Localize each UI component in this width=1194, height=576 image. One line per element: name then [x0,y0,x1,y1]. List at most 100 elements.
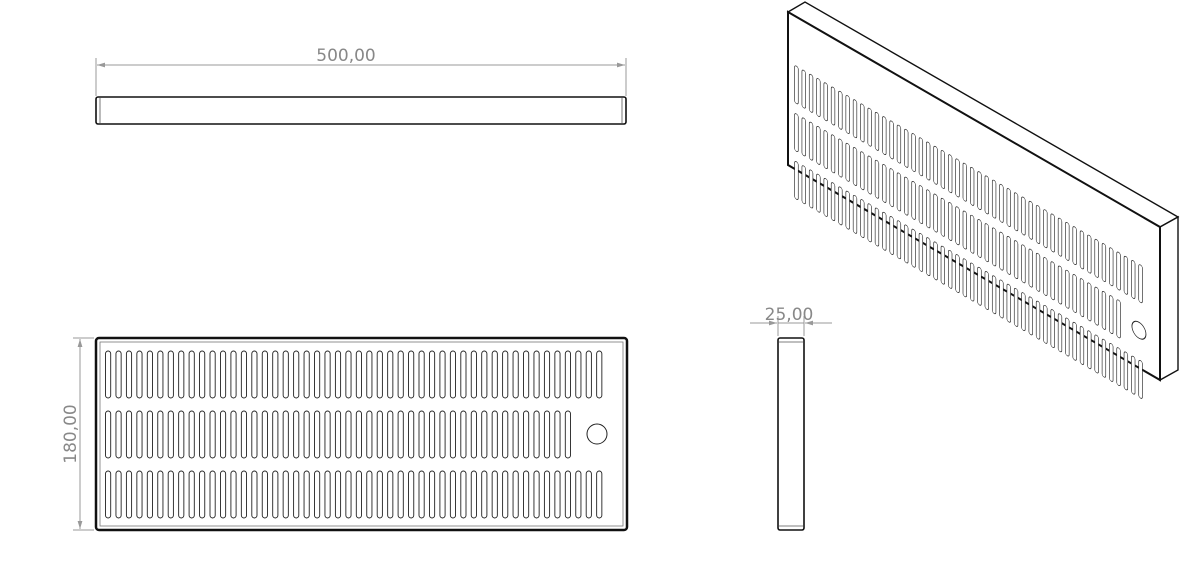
iso-slot [1109,295,1114,334]
iso-slot [1013,240,1019,279]
front-slot [387,470,394,519]
front-slot [355,470,362,519]
front-slot [188,350,195,399]
front-slot [167,350,174,399]
front-slot [146,410,153,459]
front-slot [512,410,519,459]
front-slot [136,350,143,399]
front-slot [564,410,571,459]
front-slot [230,410,237,459]
drain-hole [586,423,608,445]
front-slot [324,470,331,519]
front-slot [125,350,133,399]
iso-slot [1072,321,1077,361]
front-slot [408,470,415,519]
iso-slot [1087,234,1092,274]
front-slot [199,410,206,459]
front-slot [105,350,112,399]
iso-slot [984,271,989,310]
iso-slot [808,121,814,161]
iso-slot [1035,252,1041,292]
iso-slot [1079,230,1085,270]
front-slot [303,410,310,459]
front-slot [199,470,206,519]
front-slot [481,410,488,459]
front-slot [219,410,227,459]
iso-slot [801,117,806,157]
front-slot [355,410,362,459]
iso-slot [816,78,821,117]
iso-slot [1057,265,1063,305]
iso-slot [1065,222,1070,261]
iso-slot [845,95,850,134]
iso-slot [933,193,938,233]
iso-slot [1035,300,1041,340]
iso-slot [838,90,843,130]
front-slot [449,410,457,459]
top-view: 500,00 [95,46,627,125]
iso-slot [1101,243,1107,282]
front-slot [261,350,268,399]
iso-slot [889,216,894,255]
iso-slot [955,158,960,198]
thickness-dimension-label: 25,00 [765,305,814,325]
front-slot [314,410,321,459]
front-slot [230,470,237,519]
iso-slot [1123,351,1129,391]
front-slot [533,470,540,519]
iso-slot [962,210,967,250]
front-slot [491,350,498,399]
iso-slot [823,130,828,169]
front-slot [523,470,530,519]
front-slot [324,350,331,399]
iso-slot [911,133,916,172]
iso-slot [808,73,814,113]
iso-slot [801,165,806,205]
iso-slot [926,189,931,229]
iso-slot [816,125,821,165]
front-slot [397,470,404,519]
side-view: 25,00 [750,305,832,531]
front-slot [502,350,509,399]
iso-slot [933,145,938,185]
front-slot [439,470,446,519]
front-slot [136,410,143,459]
front-slot [543,410,551,459]
front-slot [376,410,383,459]
iso-slot [904,128,909,168]
front-slot [209,410,216,459]
front-slot [345,350,352,399]
front-slot [397,350,404,399]
front-slot [543,350,551,399]
iso-slot [962,258,967,298]
iso-slot [867,107,872,147]
iso-slot [830,86,836,126]
front-slot [543,470,551,519]
iso-slot [977,171,982,211]
front-slot [157,410,164,459]
front-slot [303,470,310,519]
front-slot [523,350,530,399]
front-slot [470,410,477,459]
iso-slot [1109,343,1114,382]
front-slot [376,470,383,519]
front-slot [470,350,477,399]
isometric-view [786,1,1180,399]
iso-slot-pattern [794,65,1147,399]
iso-slot [940,245,945,285]
front-slot [125,410,133,459]
iso-slot [1006,188,1011,227]
front-slot [105,470,112,519]
iso-slot [794,161,799,200]
front-slot [240,350,248,399]
front-slot [293,350,300,399]
iso-slot [991,227,997,267]
front-slot [178,350,185,399]
iso-slot [1138,264,1143,304]
front-slot [178,410,185,459]
iso-slot [1116,347,1121,387]
front-slot [533,350,540,399]
iso-slot [896,220,902,260]
iso-slot [838,186,843,226]
iso-side-face [1159,215,1179,382]
